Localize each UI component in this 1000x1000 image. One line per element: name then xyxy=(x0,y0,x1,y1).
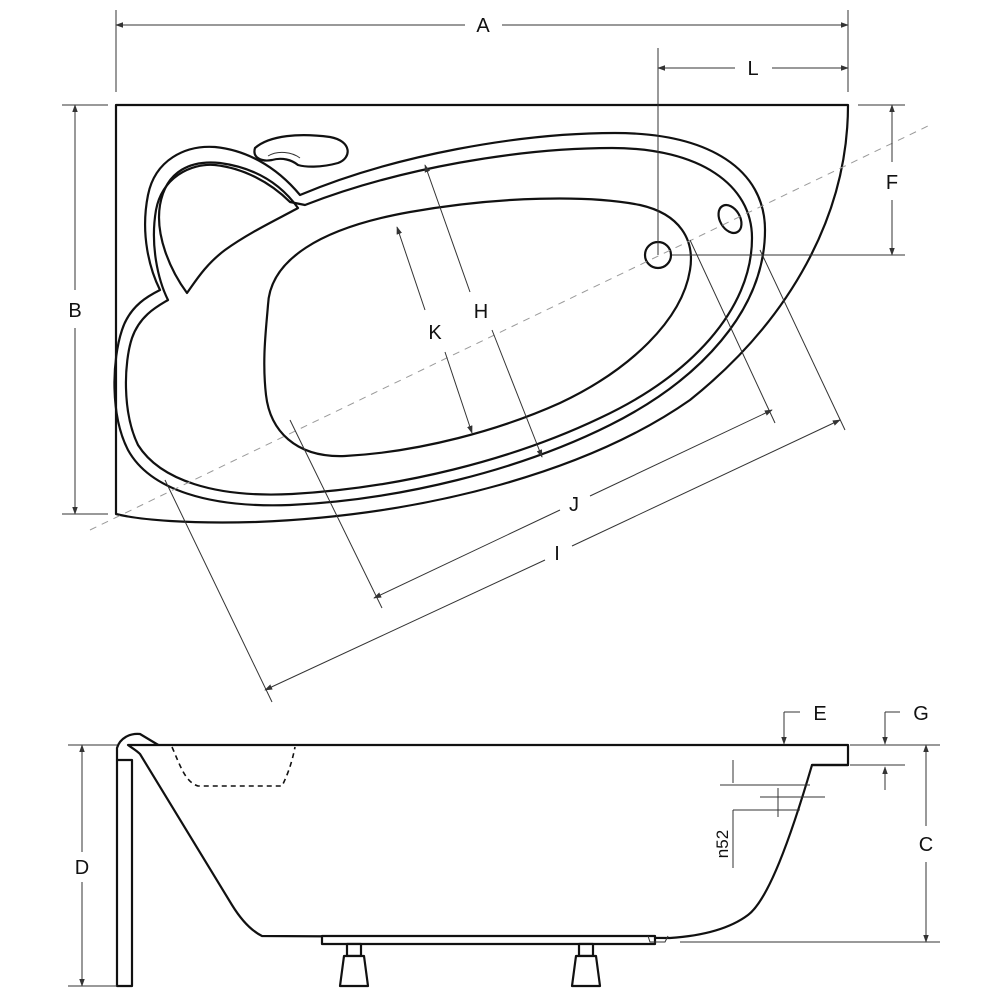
dimension-l-label: L xyxy=(747,58,758,80)
backrest-dashed-profile xyxy=(171,746,296,787)
dimension-d-label: D xyxy=(75,857,89,879)
tub-inner-rim-line xyxy=(124,146,754,496)
tub-rim-outline xyxy=(113,131,767,507)
headrest-shape xyxy=(157,161,300,295)
dimension-k-label: K xyxy=(428,322,442,344)
dimension-j-line xyxy=(373,509,561,599)
dimension-h-label: H xyxy=(474,301,488,323)
side-view: n52 D C E G xyxy=(68,703,940,988)
dimension-i-line xyxy=(264,559,546,691)
dimension-g-label: G xyxy=(913,703,929,725)
dimension-k-line xyxy=(396,226,426,311)
dimension-c-label: C xyxy=(919,834,933,856)
dimension-i-label: I xyxy=(554,543,560,565)
dimension-j-label: J xyxy=(569,494,579,516)
right-foot-icon xyxy=(570,942,602,988)
tub-outer-outline xyxy=(114,103,850,524)
tub-axis-line xyxy=(89,124,931,531)
left-foot-icon xyxy=(338,942,370,988)
front-panel-top xyxy=(115,732,162,762)
dimension-h-line xyxy=(424,164,471,293)
overflow-icon xyxy=(717,203,743,235)
dimension-a-label: A xyxy=(476,15,490,37)
dimension-f-label: F xyxy=(886,172,898,194)
tub-side-profile xyxy=(126,743,850,940)
soap-recess xyxy=(253,134,349,168)
top-view: A L B F K H J I xyxy=(62,10,931,703)
front-panel-post xyxy=(115,758,134,988)
overflow-height-label: n52 xyxy=(713,830,732,858)
basin-bottom-outline xyxy=(263,197,692,458)
dimension-e-label: E xyxy=(813,703,826,725)
dimension-b-label: B xyxy=(68,300,81,322)
soap-recess-inner xyxy=(267,151,301,159)
feet-base-plate xyxy=(320,934,657,946)
